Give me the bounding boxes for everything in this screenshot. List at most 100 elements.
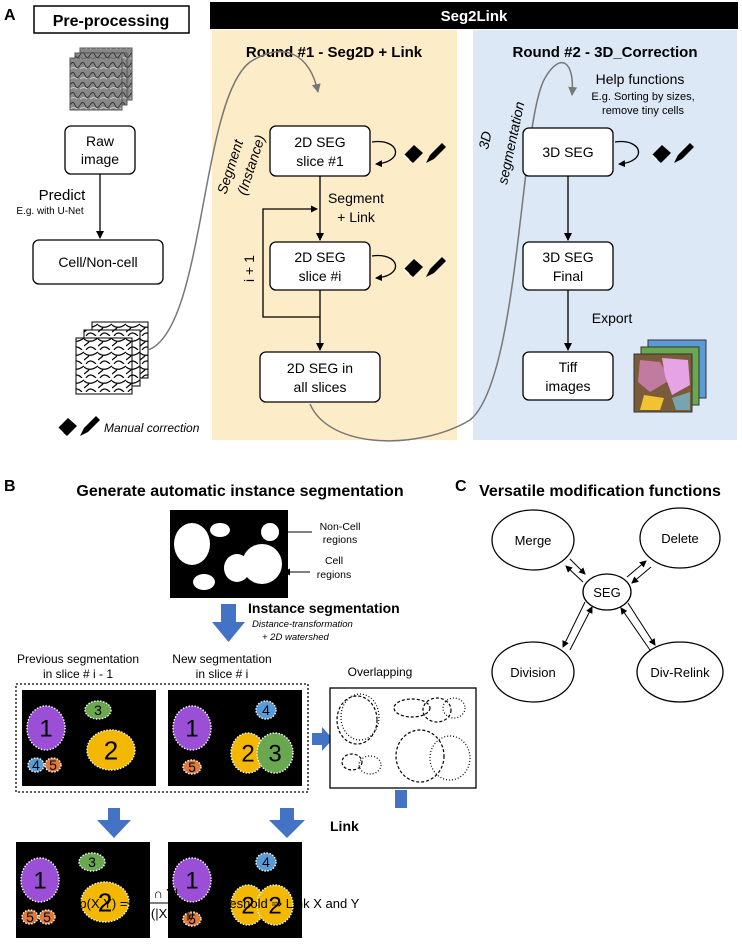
new-label-1: New segmentation bbox=[172, 652, 271, 666]
tiff-label-1: Tiff bbox=[559, 359, 578, 375]
raw-image-stack-icon bbox=[69, 47, 133, 111]
link-arrow-bar bbox=[97, 790, 407, 838]
noncell-label-2: regions bbox=[323, 534, 357, 546]
cell-1 bbox=[26, 705, 66, 751]
raw-image-label-1: Raw bbox=[86, 133, 115, 149]
cell-label: 2 bbox=[104, 735, 118, 765]
help-sub-2: remove tiny cells bbox=[602, 105, 684, 117]
cell-label: 1 bbox=[33, 868, 46, 895]
seg-center-node bbox=[582, 573, 632, 611]
overlapping-ellipses bbox=[336, 693, 471, 783]
seg-all-label-1: 2D SEG in bbox=[287, 360, 353, 376]
panel-c-letter: C bbox=[455, 478, 467, 495]
tiff-stack-icon bbox=[633, 339, 707, 413]
link-label: Link bbox=[330, 818, 359, 834]
cell-label: 3 bbox=[94, 702, 102, 718]
seg3d-final-label-2: Final bbox=[553, 268, 583, 284]
panel-b-title: Generate automatic instance segmentation bbox=[76, 483, 403, 500]
seg3d-final-label-1: 3D SEG bbox=[542, 249, 593, 265]
cell-label: 5 bbox=[43, 909, 51, 925]
prev-label-1: Previous segmentation bbox=[17, 652, 139, 666]
tiff-label-2: images bbox=[545, 378, 590, 394]
delete-label: Delete bbox=[661, 531, 699, 546]
cell-5 bbox=[44, 757, 62, 773]
panel-a-letter: A bbox=[4, 7, 16, 24]
division-label: Division bbox=[510, 665, 556, 680]
cell-label: 2 bbox=[241, 893, 254, 920]
cell-label: 2 bbox=[268, 893, 281, 920]
cell-label: 4 bbox=[32, 757, 40, 773]
formula-rhs: > threshold ⇒ Link X and Y bbox=[203, 896, 360, 911]
to-overlapping-arrow bbox=[312, 727, 333, 751]
cell-label: 3 bbox=[88, 854, 96, 870]
cell-label: 4 bbox=[262, 854, 270, 870]
help-sub-1: E.g. Sorting by sizes, bbox=[591, 91, 694, 103]
seg-slicei-label-1: 2D SEG bbox=[294, 249, 345, 265]
cell-3 bbox=[84, 700, 112, 720]
seg-all-box bbox=[259, 351, 381, 403]
merge-node bbox=[491, 509, 575, 571]
cell-label: 2 bbox=[98, 887, 112, 917]
cell-5 bbox=[182, 911, 202, 927]
merge-label: Merge bbox=[515, 533, 552, 548]
modification-graph: Merge Delete Division Div-Relink SEG bbox=[491, 507, 724, 703]
round2-title: Round #2 - 3D_Correction bbox=[512, 44, 697, 61]
cell-5 bbox=[182, 759, 202, 775]
new-label-2: in slice # i bbox=[196, 667, 249, 681]
seg-slicei-label-2: slice #i bbox=[299, 268, 342, 284]
cell-label: 5 bbox=[26, 909, 34, 925]
cell-noncell-label: Cell/Non-cell bbox=[58, 254, 137, 270]
preprocessing-title: Pre-processing bbox=[53, 13, 169, 30]
cell-label: 1 bbox=[39, 716, 52, 743]
predict-sub: E.g. with U-Net bbox=[16, 206, 83, 217]
cell-label: 4 bbox=[262, 702, 270, 718]
segmentation-comparison-frame bbox=[15, 683, 309, 793]
cell-2 bbox=[86, 729, 136, 771]
cell-4 bbox=[255, 700, 277, 720]
cell-label: 5 bbox=[188, 911, 196, 927]
div-relink-label: Div-Relink bbox=[650, 665, 710, 680]
formula-denominator: min(|X|,|Y|) bbox=[130, 906, 194, 921]
cell-4 bbox=[255, 852, 277, 872]
cell-label: 2 bbox=[241, 741, 254, 768]
panel-b-letter: B bbox=[4, 478, 16, 495]
eraser-icon bbox=[651, 145, 671, 163]
cell-5 bbox=[38, 909, 56, 925]
round1-title: Round #1 - Seg2D + Link bbox=[246, 44, 423, 61]
instance-sub-2: + 2D watershed bbox=[262, 632, 330, 643]
cell-label: 5 bbox=[188, 759, 196, 775]
instance-seg-title: Instance segmentation bbox=[248, 600, 400, 616]
raw-image-label-2: image bbox=[81, 151, 119, 167]
cell-1 bbox=[172, 705, 212, 751]
division-node bbox=[491, 641, 575, 703]
3d-label: 3D bbox=[475, 130, 494, 151]
seg-center-label: SEG bbox=[593, 585, 620, 600]
i-plus-1-loop bbox=[262, 205, 320, 318]
cell-3 bbox=[256, 732, 294, 774]
cell-3 bbox=[78, 852, 106, 872]
eraser-icon bbox=[57, 418, 77, 436]
cell-label-1: Cell bbox=[325, 555, 343, 567]
seg2link-bar bbox=[210, 2, 738, 29]
seg-slice1-label-1: 2D SEG bbox=[294, 134, 345, 150]
overlapping-label: Overlapping bbox=[348, 665, 413, 679]
cell-label-2: regions bbox=[317, 569, 351, 581]
segment-instance-curve bbox=[147, 51, 321, 351]
seg2link-title: Seg2Link bbox=[441, 8, 508, 25]
3d-segmentation-curve bbox=[309, 61, 578, 442]
div-relink-node bbox=[636, 641, 724, 703]
formula-lhs: overlap(X,Y) = bbox=[44, 896, 127, 911]
prev-label-2: in slice # i - 1 bbox=[43, 667, 113, 681]
slice1-self-loop bbox=[371, 140, 397, 168]
seg3d-label: 3D SEG bbox=[542, 144, 593, 160]
cell-label: 5 bbox=[49, 757, 57, 773]
pencil-icon bbox=[426, 143, 446, 163]
cell-label: 1 bbox=[185, 868, 198, 895]
cell-2 bbox=[256, 884, 294, 926]
i-plus-1-label: i + 1 bbox=[241, 255, 257, 282]
help-functions-label: Help functions bbox=[596, 71, 685, 87]
